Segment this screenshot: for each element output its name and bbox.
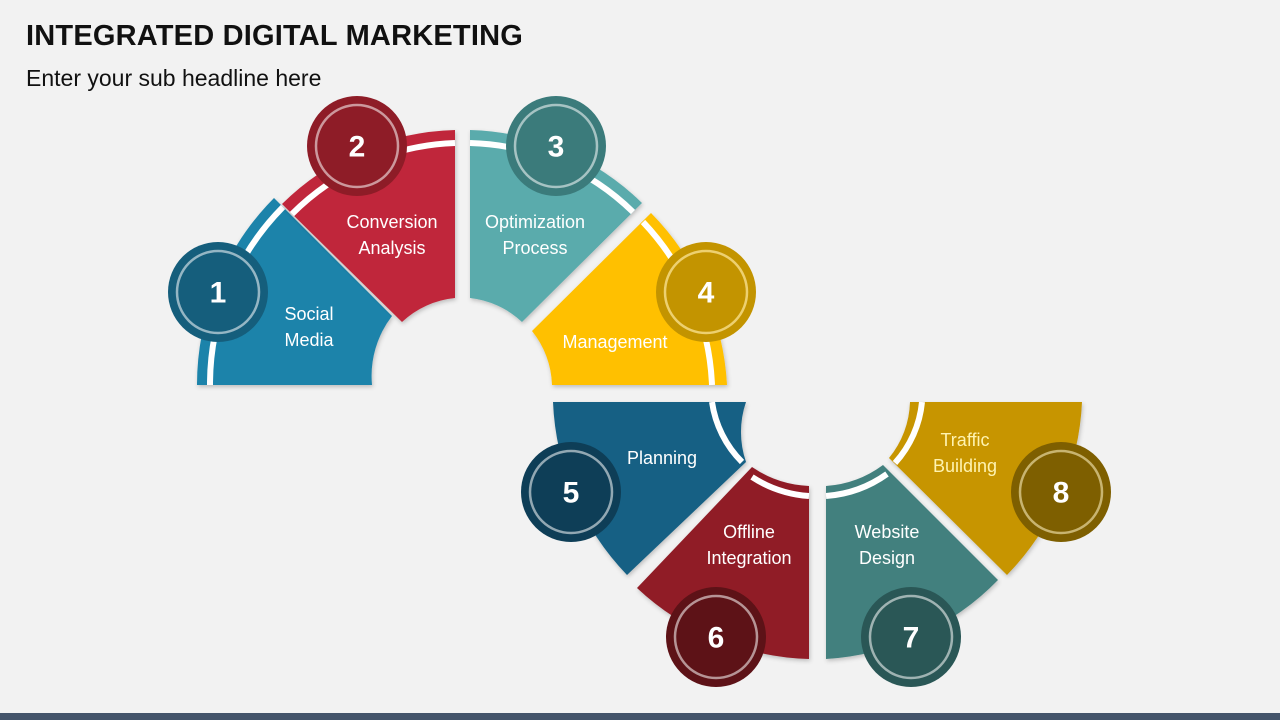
step-2-conversion-analysis[interactable]: 2 Conversion Analysis bbox=[282, 96, 456, 322]
step-7-label-line2: Design bbox=[859, 548, 915, 568]
step-3-label-line2: Process bbox=[502, 238, 567, 258]
step-5-number: 5 bbox=[563, 477, 580, 510]
step-6-offline-integration[interactable]: 6 Offline Integration bbox=[637, 467, 810, 687]
step-3-number: 3 bbox=[548, 131, 565, 164]
step-8-stripe bbox=[892, 401, 925, 466]
step-8-number: 8 bbox=[1053, 477, 1070, 510]
step-8-badge: 8 bbox=[1011, 442, 1111, 542]
step-6-number: 6 bbox=[708, 622, 725, 655]
step-7-website-design[interactable]: 7 Website Design bbox=[825, 465, 998, 687]
step-4-label-line1: Management bbox=[562, 332, 667, 352]
step-7-number: 7 bbox=[903, 622, 920, 655]
step-5-label-line1: Planning bbox=[627, 448, 697, 468]
step-4-management[interactable]: 4 Management bbox=[532, 213, 756, 386]
step-6-label-line2: Integration bbox=[706, 548, 791, 568]
step-2-label-line2: Analysis bbox=[358, 238, 425, 258]
step-1-number: 1 bbox=[210, 277, 227, 310]
step-1-label-line2: Media bbox=[284, 330, 334, 350]
step-3-optimization-process[interactable]: 3 Optimization Process bbox=[469, 96, 642, 322]
step-3-label-line1: Optimization bbox=[485, 212, 585, 232]
step-8-label-line2: Building bbox=[933, 456, 997, 476]
step-6-label-line1: Offline bbox=[723, 522, 775, 542]
page-subtitle: Enter your sub headline here bbox=[26, 65, 322, 91]
step-7-badge: 7 bbox=[861, 587, 961, 687]
step-1-label-line1: Social bbox=[284, 304, 333, 324]
step-6-stripe bbox=[750, 474, 810, 499]
step-8-traffic-building[interactable]: 8 Traffic Building bbox=[889, 401, 1111, 575]
step-1-badge: 1 bbox=[168, 242, 268, 342]
step-1-social-media[interactable]: 1 Social Media bbox=[168, 198, 392, 386]
step-7-label-line1: Website bbox=[855, 522, 920, 542]
step-8-label-line1: Traffic bbox=[940, 430, 989, 450]
step-2-label-line1: Conversion bbox=[346, 212, 437, 232]
step-5-planning[interactable]: 5 Planning bbox=[521, 401, 746, 575]
step-6-badge: 6 bbox=[666, 587, 766, 687]
step-1-segment bbox=[196, 198, 392, 385]
footer-bar bbox=[0, 713, 1280, 720]
step-4-number: 4 bbox=[698, 277, 715, 310]
step-5-badge: 5 bbox=[521, 442, 621, 542]
step-5-stripe bbox=[709, 401, 745, 465]
page-title: INTEGRATED DIGITAL MARKETING bbox=[26, 20, 523, 52]
step-2-badge: 2 bbox=[307, 96, 407, 196]
step-2-number: 2 bbox=[349, 131, 366, 164]
step-7-stripe bbox=[825, 471, 889, 499]
step-3-badge: 3 bbox=[506, 96, 606, 196]
step-4-badge: 4 bbox=[656, 242, 756, 342]
step-3-segment bbox=[470, 130, 642, 322]
